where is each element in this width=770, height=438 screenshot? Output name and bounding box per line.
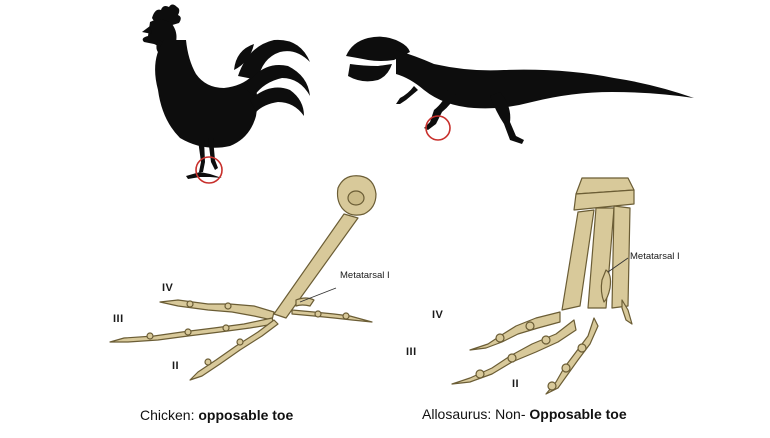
chicken-toe-ii-label: II xyxy=(172,360,180,372)
rooster-silhouette xyxy=(142,4,310,179)
allosaurus-toe-iv-label: IV xyxy=(432,309,444,321)
allosaurus-caption-bold: Opposable toe xyxy=(529,406,627,422)
allosaurus-metatarsal-label: Metatarsal I xyxy=(630,251,680,262)
chicken-foot-skeleton xyxy=(109,175,377,381)
chicken-caption-prefix: Chicken: xyxy=(140,407,199,423)
chicken-toe-iii-label: III xyxy=(113,313,124,325)
allosaurus-toe-iii-label: III xyxy=(406,346,417,358)
allosaurus-caption: Allosaurus: Non- Opposable toe xyxy=(422,406,627,422)
allosaurus-foot-highlight-circle xyxy=(425,115,451,141)
allosaurus-caption-prefix: Allosaurus: Non- xyxy=(422,406,530,422)
allosaurus-metatarsal-pointer-line xyxy=(607,257,629,273)
chicken-foot-highlight-circle xyxy=(195,156,223,184)
allosaurus-silhouette xyxy=(346,36,694,144)
chicken-caption: Chicken: opposable toe xyxy=(140,407,293,423)
chicken-metatarsal-pointer-line xyxy=(299,287,337,303)
allosaurus-foot-skeleton xyxy=(451,177,635,395)
chicken-caption-bold: opposable toe xyxy=(198,407,294,423)
chicken-metatarsal-label: Metatarsal I xyxy=(340,270,390,281)
chicken-toe-iv-label: IV xyxy=(162,282,174,294)
allosaurus-toe-ii-label: II xyxy=(512,378,520,390)
